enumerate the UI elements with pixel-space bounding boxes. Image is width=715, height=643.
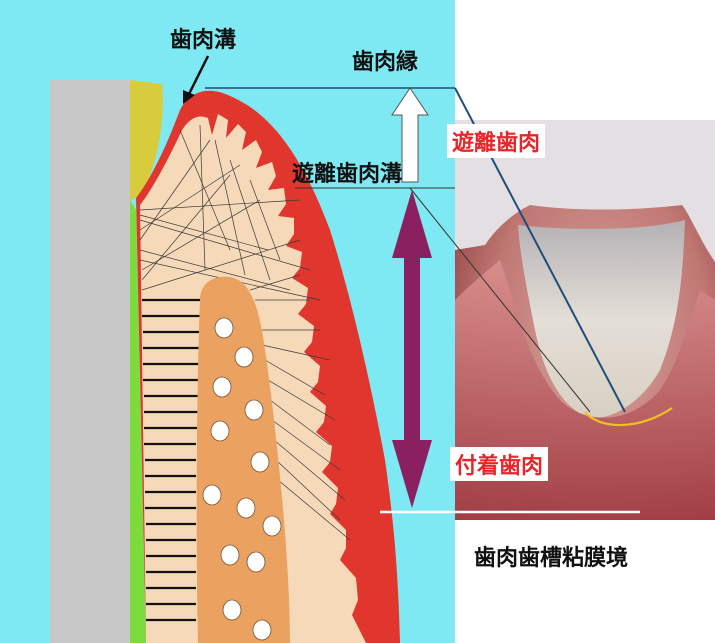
label-gingival-sulcus: 歯肉溝 <box>170 28 237 53</box>
label-gingival-margin: 歯肉縁 <box>352 50 419 75</box>
gingival-margin-curve <box>584 407 673 427</box>
sulcus-pointer-arrow <box>183 55 210 104</box>
free-gingiva-arrow <box>391 87 429 183</box>
cementum <box>130 200 146 643</box>
collagen-fibers <box>139 124 351 541</box>
lower-tooth <box>518 220 685 419</box>
alveolar-bone <box>196 276 290 643</box>
free-gingival-groove-line <box>295 187 591 413</box>
label-attached-gingiva: 付着歯肉 <box>450 447 549 481</box>
periodontal-ligament-fibers <box>142 298 205 622</box>
bone-marrow-spaces <box>202 317 282 641</box>
enamel <box>130 80 163 200</box>
attached-gingiva-arrow <box>392 190 432 508</box>
tooth-root <box>50 80 132 643</box>
label-free-gingiva: 遊離歯肉 <box>447 124 546 158</box>
label-mucogingival-junction: 歯肉歯槽粘膜境 <box>474 546 629 571</box>
label-free-gingival-groove: 遊離歯肉溝 <box>292 162 403 187</box>
